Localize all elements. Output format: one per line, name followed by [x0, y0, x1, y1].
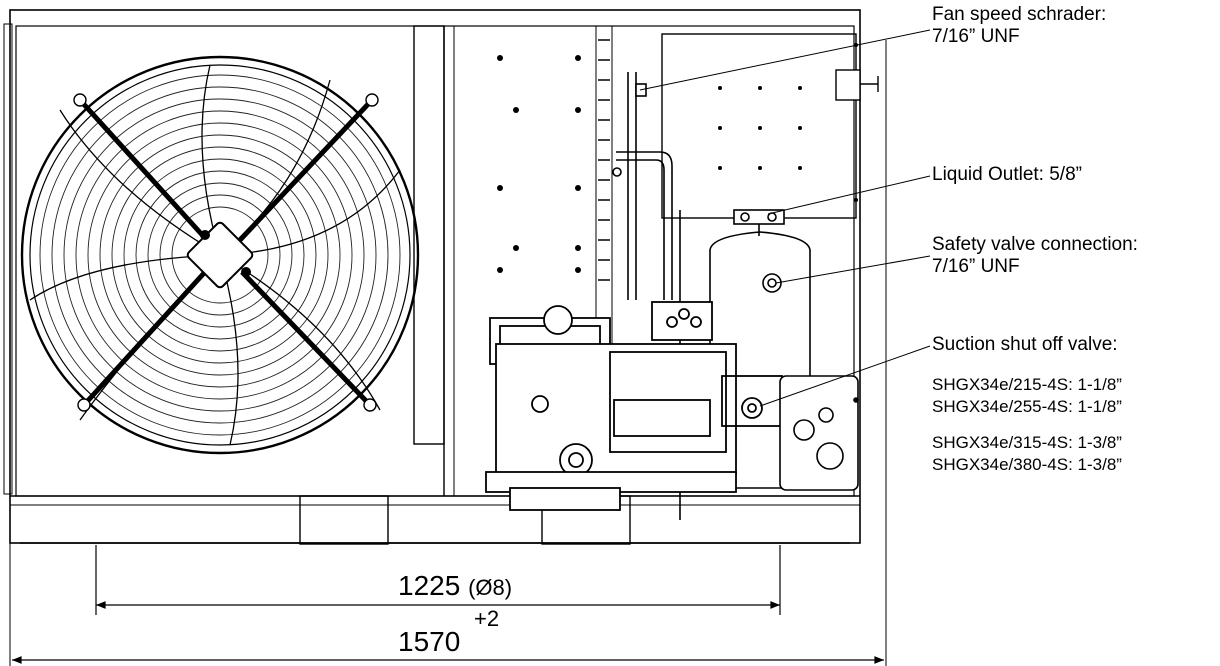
suction-size-row: SHGX34e/315-4S: 1-3/8” — [932, 433, 1122, 452]
suction-valve-title: Suction shut off valve: — [932, 334, 1118, 355]
base-feet — [20, 495, 850, 545]
suction-size-row: SHGX34e/255-4S: 1-1/8” — [932, 397, 1122, 416]
fan-arm-bolts — [73, 93, 379, 412]
liquid-outlet-callout: Liquid Outlet: 5/8” — [932, 164, 1082, 186]
fan-speed-schrader-title: Fan speed schrader: — [932, 4, 1107, 25]
fan-speed-schrader-size: 7/16” UNF — [932, 26, 1020, 47]
electrical-panel — [661, 33, 879, 219]
fan-section — [20, 25, 455, 496]
fan-guard-rings — [39, 74, 401, 436]
fan-hub — [186, 221, 254, 289]
inner-dimension-label: 1225 (Ø8) — [398, 570, 512, 602]
side-vessel — [779, 375, 859, 491]
outer-dimension-label: 1570 — [398, 626, 460, 658]
suction-valve-callout: Suction shut off valve: — [932, 334, 1118, 356]
fan-speed-schrader-callout: Fan speed schrader: 7/16” UNF — [932, 4, 1106, 48]
suction-size-row: SHGX34e/380-4S: 1-3/8” — [932, 455, 1122, 474]
safety-valve-size: 7/16” UNF — [932, 256, 1020, 277]
fan-mounting-arms — [78, 98, 374, 407]
outer-dimension-tolerance: +2 — [474, 606, 500, 631]
liquid-outlet-label: Liquid Outlet: 5/8” — [932, 164, 1082, 185]
callout-leaders — [639, 29, 931, 407]
suction-size-row: SHGX34e/215-4S: 1-1/8” — [932, 375, 1122, 394]
safety-valve-callout: Safety valve connection: 7/16” UNF — [932, 234, 1138, 278]
panel-holes — [497, 43, 858, 273]
inner-dimension-note: (Ø8) — [468, 575, 513, 600]
dimension-lines — [11, 545, 885, 664]
compressor — [485, 301, 783, 511]
safety-valve-title: Safety valve connection: — [932, 234, 1138, 255]
outer-dimension-value: 1570 — [398, 626, 461, 657]
inner-dimension-value: 1225 — [398, 570, 461, 601]
